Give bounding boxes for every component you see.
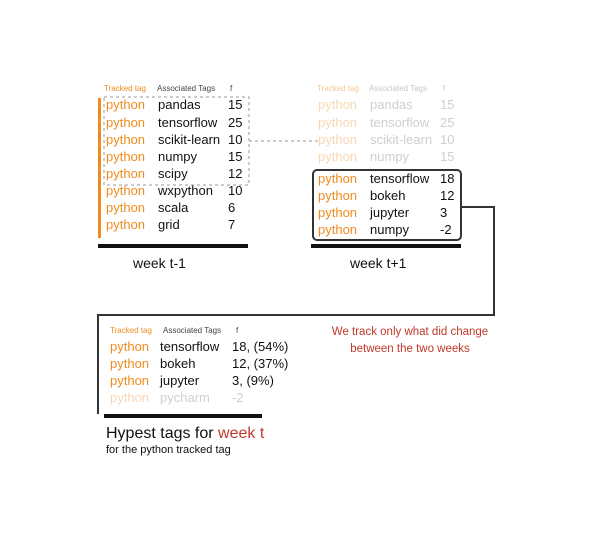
freq-cell: 25 [228, 115, 243, 130]
tag-cell: pycharm [160, 390, 210, 405]
tag-cell: tensorflow [370, 171, 430, 186]
freq-cell: 18, (54%) [232, 339, 289, 354]
changed-box-next [312, 169, 462, 241]
change-note-line2: between the two weeks [350, 343, 470, 355]
underline-week-next [311, 244, 461, 248]
tracked-cell: python [318, 149, 358, 164]
tracked-cell: python [106, 132, 146, 147]
tracked-cell: python [110, 390, 150, 405]
tag-cell: scikit-learn [370, 132, 433, 147]
tracked-bar-prev [98, 98, 101, 238]
tag-cell: jupyter [160, 373, 200, 388]
tracked-cell: python [110, 339, 150, 354]
tag-cell: numpy [370, 149, 410, 164]
tag-cell: pandas [370, 97, 413, 112]
header-associated-prev: Associated Tags [157, 84, 216, 93]
freq-cell: 3 [440, 205, 448, 220]
freq-cell: 12 [228, 166, 243, 181]
tracked-cell: python [106, 200, 146, 215]
header-tracked-prev: Tracked tag [104, 84, 146, 93]
freq-cell: 6 [228, 200, 236, 215]
freq-cell: 15 [440, 97, 455, 112]
underline-result [104, 414, 262, 418]
freq-cell: -2 [232, 390, 244, 405]
tracked-cell: python [318, 188, 358, 203]
tag-cell: pandas [158, 97, 201, 112]
tracked-cell: python [318, 171, 358, 186]
tag-cell: tensorflow [160, 339, 220, 354]
week-prev-label: week t-1 [133, 255, 186, 271]
tag-cell: grid [158, 217, 180, 232]
change-note: We track only what did change between th… [320, 324, 500, 358]
tag-cell: scala [158, 200, 189, 215]
header-f-result: f [236, 326, 239, 335]
tracked-cell: python [318, 115, 358, 130]
tracked-cell: python [318, 222, 358, 237]
result-title-highlight: week t [218, 425, 265, 442]
tracked-cell: python [318, 97, 358, 112]
tag-cell: wxpython [158, 183, 213, 198]
result-title-prefix: Hypest tags for [106, 425, 219, 442]
freq-cell: 15 [228, 97, 243, 112]
tag-cell: scipy [158, 166, 188, 181]
header-tracked-next: Tracked tag [317, 84, 359, 93]
tracked-cell: python [106, 183, 146, 198]
freq-cell: 3, (9%) [232, 373, 274, 388]
tracked-cell: python [106, 149, 146, 164]
header-associated-result: Associated Tags [163, 326, 222, 335]
tag-cell: jupyter [370, 205, 410, 220]
tracked-cell: python [318, 205, 358, 220]
freq-cell: 7 [228, 217, 236, 232]
week-next-label: week t+1 [350, 255, 407, 271]
freq-cell: 15 [228, 149, 243, 164]
freq-cell: -2 [440, 222, 452, 237]
tracked-cell: python [110, 356, 150, 371]
change-note-line1: We track only what did change [331, 326, 489, 338]
header-f-next: f [443, 84, 446, 93]
tracked-cell: python [106, 115, 146, 130]
tracked-cell: python [318, 132, 358, 147]
freq-cell: 12 [440, 188, 455, 203]
header-f-prev: f [230, 84, 233, 93]
result-subtitle: for the python tracked tag [106, 444, 231, 456]
tracked-cell: python [110, 373, 150, 388]
tag-cell: numpy [370, 222, 410, 237]
underline-week-prev [98, 244, 248, 248]
header-associated-next: Associated Tags [369, 84, 428, 93]
tracked-cell: python [106, 217, 146, 232]
result-connector [97, 206, 495, 414]
tag-cell: tensorflow [370, 115, 430, 130]
freq-cell: 10 [228, 183, 243, 198]
freq-cell: 15 [440, 149, 455, 164]
tag-cell: scikit-learn [158, 132, 221, 147]
freq-cell: 18 [440, 171, 455, 186]
tag-cell: bokeh [370, 188, 406, 203]
freq-cell: 25 [440, 115, 455, 130]
result-title: Hypest tags for week t [106, 425, 264, 443]
tag-cell: numpy [158, 149, 198, 164]
header-tracked-result: Tracked tag [110, 326, 152, 335]
tracked-cell: python [106, 166, 146, 181]
tag-cell: tensorflow [158, 115, 218, 130]
tracked-cell: python [106, 97, 146, 112]
freq-cell: 10 [228, 132, 243, 147]
freq-cell: 10 [440, 132, 455, 147]
tag-cell: bokeh [160, 356, 196, 371]
freq-cell: 12, (37%) [232, 356, 289, 371]
